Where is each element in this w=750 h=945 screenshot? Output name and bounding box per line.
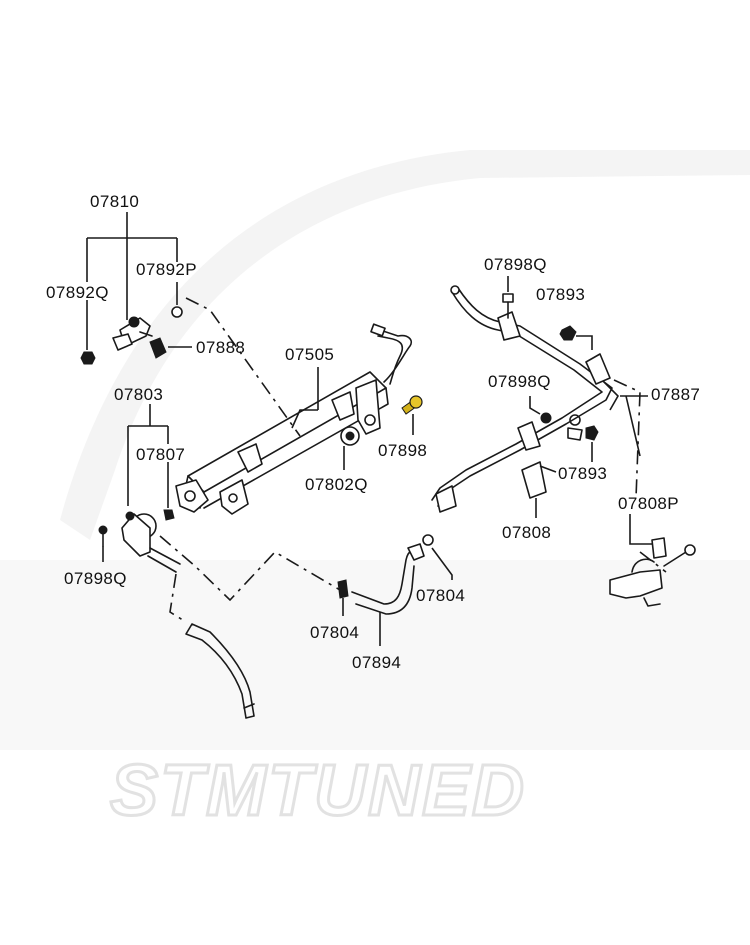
label-07892Q: 07892Q (46, 283, 109, 302)
bracket-pipe-low (435, 485, 457, 513)
label-07887: 07887 (651, 385, 700, 404)
part-labels: 07810 07892P 07892Q 07888 07505 07803 07… (46, 192, 700, 672)
label-07804-right: 07804 (416, 586, 465, 605)
leader-07505 (291, 367, 319, 429)
label-07893-mid: 07893 (558, 464, 607, 483)
label-07808P: 07808P (618, 494, 679, 513)
bolt-07898-highlight (401, 395, 423, 435)
nut-07893-mid (539, 425, 599, 473)
clip-07804-right (422, 534, 453, 580)
label-07808: 07808 (502, 523, 551, 542)
label-07810: 07810 (90, 192, 139, 211)
label-07898: 07898 (378, 441, 427, 460)
dash-07887-down (613, 379, 641, 499)
leader-07887 (603, 381, 648, 457)
ring-07892P (171, 306, 183, 318)
label-07505: 07505 (285, 345, 334, 364)
label-07893-top: 07893 (536, 285, 585, 304)
watermark-band (0, 560, 750, 750)
dash-07803-hose (159, 535, 341, 602)
clip-07807 (163, 509, 175, 521)
nut-07892Q (80, 351, 96, 365)
hose-07894 (351, 543, 425, 646)
watermark-swoosh (60, 150, 750, 540)
label-07803: 07803 (114, 385, 163, 404)
bolt-07898Q-left (98, 525, 108, 562)
watermark-text: STMTUNED (110, 751, 526, 831)
clip-07804-left (337, 579, 349, 616)
label-07804-left: 07804 (310, 623, 359, 642)
bracket-07808P (609, 514, 696, 607)
bolt-07898Q-top (502, 276, 514, 319)
bolt-07898Q-mid (529, 396, 552, 424)
label-07898Q-top: 07898Q (484, 255, 547, 274)
grommet-07802Q (340, 426, 360, 470)
label-07894: 07894 (352, 653, 401, 672)
damper-07803 (121, 511, 181, 573)
label-07898Q-mid: 07898Q (488, 372, 551, 391)
bracket-pipe-clamp (517, 421, 541, 451)
regulator-07810 (112, 316, 153, 351)
dash-07892P-rail (185, 297, 301, 437)
hose-lower-left (185, 623, 255, 719)
label-07888: 07888 (196, 338, 245, 357)
fuel-pipe-07887 (431, 285, 613, 513)
leader-07803 (127, 404, 169, 506)
watermark: STMTUNED (0, 150, 750, 833)
label-07802Q: 07802Q (305, 475, 368, 494)
label-07892P: 07892P (136, 260, 197, 279)
dash-07803-down (169, 573, 187, 623)
bracket-pipe-top (497, 311, 521, 341)
bracket-07808 (521, 461, 547, 499)
nut-07893-top (559, 325, 593, 350)
leader-07810 (86, 212, 178, 320)
fuel-rail-07505 (175, 323, 413, 515)
bracket-pipe-mid (585, 353, 611, 385)
label-07807: 07807 (136, 445, 185, 464)
part-07810-group (80, 212, 192, 365)
label-07898Q-left: 07898Q (64, 569, 127, 588)
clip-07888 (149, 337, 167, 359)
part-07803-group (98, 404, 341, 719)
